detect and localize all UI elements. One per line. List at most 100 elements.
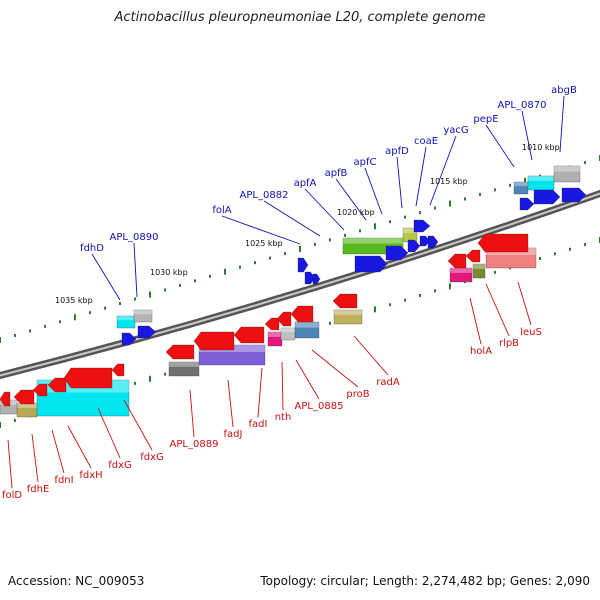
cog-block xyxy=(472,263,486,279)
outer-forward-tick xyxy=(404,215,406,219)
forward-gene-label: yacG xyxy=(443,125,468,136)
forward-gene-arrow xyxy=(354,255,388,273)
reverse-leader-line xyxy=(295,359,320,400)
reverse-gene-arrow xyxy=(447,253,467,269)
reverse-gene-label: fdxG xyxy=(108,460,132,471)
cog-block-shine xyxy=(295,322,319,328)
forward-gene-arrow xyxy=(137,325,157,339)
reverse-leader-line xyxy=(227,379,234,428)
cog-block-shine xyxy=(403,228,417,233)
reverse-gene-arrow xyxy=(111,363,125,377)
kbp-label: 1015 kbp xyxy=(430,177,468,186)
kbp-label: 1035 kbp xyxy=(55,296,93,305)
outer-reverse-tick xyxy=(389,303,391,307)
cog-block-shine xyxy=(514,182,528,187)
forward-gene-label: apfA xyxy=(294,178,317,189)
forward-leader-line xyxy=(304,188,345,231)
reverse-leader-line xyxy=(97,407,121,459)
label-leaders xyxy=(7,95,565,489)
forward-leader-line xyxy=(133,242,138,298)
forward-gene-arrow xyxy=(413,219,431,233)
kbp-label: 1010 kbp xyxy=(522,143,560,152)
reverse-gene-arrow xyxy=(233,326,265,344)
forward-gene-arrow xyxy=(312,273,321,285)
reverse-gene-label: leuS xyxy=(520,327,542,338)
outer-forward-tick xyxy=(74,314,76,321)
reverse-gene-arrow xyxy=(332,293,358,309)
forward-gene-label: abgB xyxy=(551,85,577,96)
reverse-leader-line xyxy=(353,335,389,376)
cog-block-shine xyxy=(334,310,362,315)
forward-gene-arrow xyxy=(533,189,561,205)
forward-leader-line xyxy=(485,124,515,168)
forward-leader-line xyxy=(335,178,367,221)
forward-leader-line xyxy=(521,110,533,161)
forward-gene-label: pepE xyxy=(473,114,498,125)
outer-reverse-tick xyxy=(329,321,331,325)
reverse-gene-arrow xyxy=(264,317,280,331)
cog-block xyxy=(333,309,363,325)
reverse-leader-line xyxy=(7,439,13,489)
outer-forward-tick xyxy=(44,324,46,328)
outer-forward-tick xyxy=(434,206,436,210)
forward-leader-line xyxy=(91,253,121,301)
cog-block-shine xyxy=(281,328,295,333)
outer-reverse-tick xyxy=(554,252,556,256)
reverse-gene-arrow xyxy=(13,389,35,405)
reverse-gene-label: nth xyxy=(275,412,292,423)
forward-leader-line xyxy=(221,215,301,245)
outer-forward-tick xyxy=(419,211,421,215)
forward-leader-line xyxy=(364,167,383,215)
cog-block-shine xyxy=(134,310,152,315)
reverse-gene-label: fadJ xyxy=(224,429,243,440)
outer-reverse-tick xyxy=(14,418,16,422)
outer-reverse-tick xyxy=(0,422,1,428)
reverse-gene-label: folD xyxy=(2,490,22,501)
outer-forward-tick xyxy=(179,283,181,287)
outer-forward-tick xyxy=(314,242,316,246)
kbp-label: 1030 kbp xyxy=(150,268,188,277)
forward-leader-line xyxy=(415,146,427,207)
forward-gene-arrow xyxy=(419,235,431,247)
outer-forward-tick xyxy=(524,177,526,184)
outer-forward-tick xyxy=(389,220,391,224)
outer-reverse-tick xyxy=(164,372,166,376)
reverse-leader-line xyxy=(67,425,92,469)
outer-forward-tick xyxy=(494,188,496,192)
reverse-leader-line xyxy=(257,367,263,418)
outer-reverse-tick xyxy=(449,283,451,290)
gene-arrows xyxy=(0,187,587,407)
map-title: Actinobacillus pleuropneumoniae L20, com… xyxy=(114,10,486,25)
outer-forward-tick xyxy=(29,329,31,333)
outer-forward-tick xyxy=(329,238,331,242)
reverse-gene-arrow xyxy=(290,305,314,323)
cog-block-shine xyxy=(169,362,199,367)
outer-forward-tick xyxy=(194,279,196,283)
reverse-gene-arrow xyxy=(465,249,481,263)
forward-gene-label: APL_0882 xyxy=(240,190,289,201)
outer-forward-tick xyxy=(449,200,451,207)
forward-gene-label: coaE xyxy=(414,136,438,147)
forward-gene-arrow xyxy=(407,239,421,253)
outer-forward-tick xyxy=(104,306,106,310)
outer-forward-tick xyxy=(269,256,271,260)
forward-gene-label: folA xyxy=(212,205,231,216)
reverse-gene-arrow xyxy=(63,367,113,389)
genome-backbone xyxy=(0,189,600,380)
reverse-leader-line xyxy=(485,283,510,337)
reverse-leader-line xyxy=(51,429,65,474)
outer-forward-tick xyxy=(464,197,466,201)
forward-gene-arrow xyxy=(121,332,137,346)
forward-gene-label: apfC xyxy=(354,157,377,168)
gene-labels: abgBAPL_0870pepEyacGcoaEapfDapfCapfBapfA… xyxy=(2,85,577,501)
reverse-gene-label: fdhE xyxy=(27,484,50,495)
cog-block-shine xyxy=(528,176,554,181)
cog-block xyxy=(553,165,581,183)
genome-backbone-highlight xyxy=(0,192,600,377)
forward-leader-line xyxy=(429,135,457,206)
forward-gene-arrow xyxy=(427,235,439,249)
outer-forward-tick xyxy=(119,302,121,306)
reverse-gene-arrow xyxy=(32,383,48,397)
outer-forward-tick xyxy=(89,311,91,315)
